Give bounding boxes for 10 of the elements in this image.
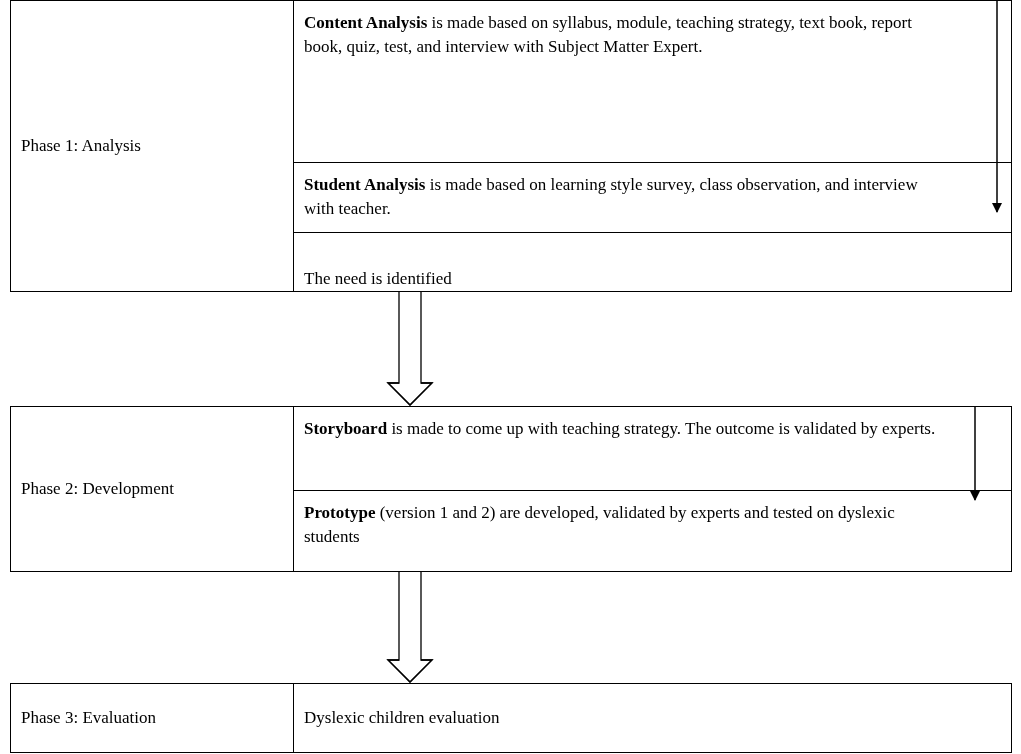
phase-cell: Phase 2: Development — [10, 406, 294, 572]
phase-cell: Phase 3: Evaluation — [10, 683, 294, 753]
description-cell: The need is identified — [293, 232, 1012, 292]
description-cell: Prototype (version 1 and 2) are developed, validated by experts and tested on dyslexic students — [293, 490, 1012, 572]
description-cell: Content Analysis is made based on syllabus, module, teaching strategy, text book, report book, quiz, test, and interview with Subject Matter Expert. — [293, 0, 1012, 163]
phase-cell: Phase 1: Analysis — [10, 0, 294, 292]
arrow — [992, 0, 1002, 213]
phase-cell: Dyslexic children evaluation — [293, 683, 1012, 753]
description-cell: Storyboard is made to come up with teaching strategy. The outcome is validated by experts. — [293, 406, 1012, 491]
arrow — [970, 405, 980, 501]
